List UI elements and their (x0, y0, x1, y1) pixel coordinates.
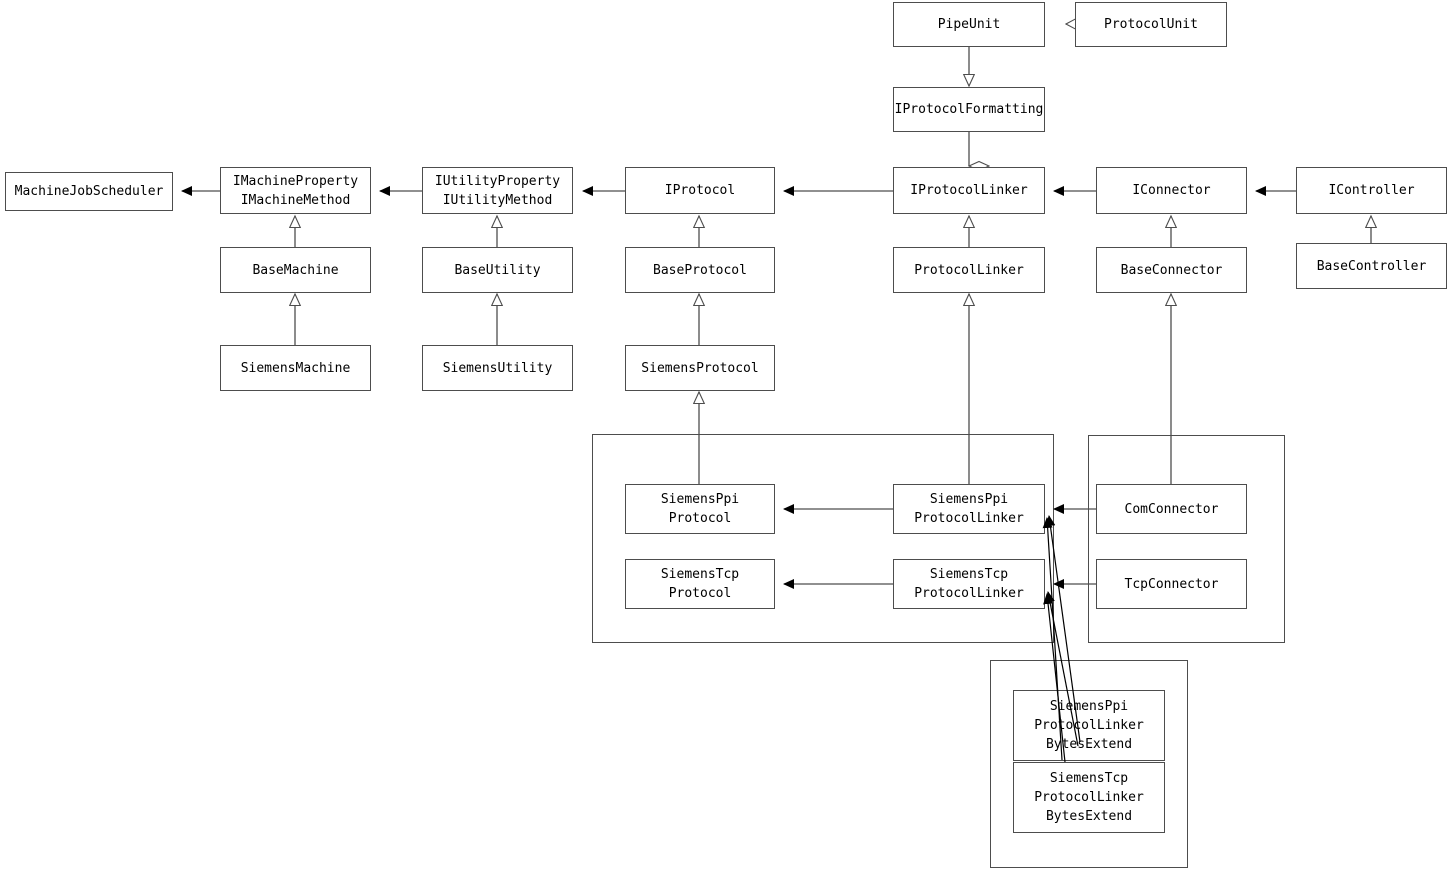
class-box-base-controller[interactable]: BaseController (1296, 243, 1447, 289)
class-box-siemens-tcp-protocol[interactable]: SiemensTcp Protocol (625, 559, 775, 609)
class-box-siemens-ppi-protocol-linker-bytes-extend[interactable]: SiemensPpi ProtocolLinker BytesExtend (1013, 690, 1165, 761)
group-bytes-extend (990, 660, 1188, 868)
class-box-com-connector[interactable]: ComConnector (1096, 484, 1247, 534)
class-box-siemens-ppi-protocol[interactable]: SiemensPpi Protocol (625, 484, 775, 534)
class-box-base-utility[interactable]: BaseUtility (422, 247, 573, 293)
class-box-siemens-tcp-protocol-linker[interactable]: SiemensTcp ProtocolLinker (893, 559, 1045, 609)
class-box-iprotocol-linker[interactable]: IProtocolLinker (893, 167, 1045, 214)
class-box-siemens-protocol[interactable]: SiemensProtocol (625, 345, 775, 391)
class-box-imachine-property[interactable]: IMachineProperty IMachineMethod (220, 167, 371, 214)
class-box-iconnector[interactable]: IConnector (1096, 167, 1247, 214)
class-box-siemens-machine[interactable]: SiemensMachine (220, 345, 371, 391)
class-box-icontroller[interactable]: IController (1296, 167, 1447, 214)
class-box-iprotocol-formatting[interactable]: IProtocolFormatting (893, 87, 1045, 132)
class-box-base-machine[interactable]: BaseMachine (220, 247, 371, 293)
class-box-protocol-unit[interactable]: ProtocolUnit (1075, 2, 1227, 47)
class-box-machine-job-scheduler[interactable]: MachineJobScheduler (5, 172, 173, 211)
class-box-siemens-tcp-protocol-linker-bytes-extend[interactable]: SiemensTcp ProtocolLinker BytesExtend (1013, 762, 1165, 833)
class-box-protocol-linker[interactable]: ProtocolLinker (893, 247, 1045, 293)
group-protocol-linker (592, 434, 1054, 643)
class-box-base-connector[interactable]: BaseConnector (1096, 247, 1247, 293)
class-box-pipe-unit[interactable]: PipeUnit (893, 2, 1045, 47)
group-connector (1088, 435, 1285, 643)
class-box-tcp-connector[interactable]: TcpConnector (1096, 559, 1247, 609)
class-box-siemens-utility[interactable]: SiemensUtility (422, 345, 573, 391)
class-box-siemens-ppi-protocol-linker[interactable]: SiemensPpi ProtocolLinker (893, 484, 1045, 534)
class-box-base-protocol[interactable]: BaseProtocol (625, 247, 775, 293)
class-box-iutility-property[interactable]: IUtilityProperty IUtilityMethod (422, 167, 573, 214)
class-box-iprotocol[interactable]: IProtocol (625, 167, 775, 214)
